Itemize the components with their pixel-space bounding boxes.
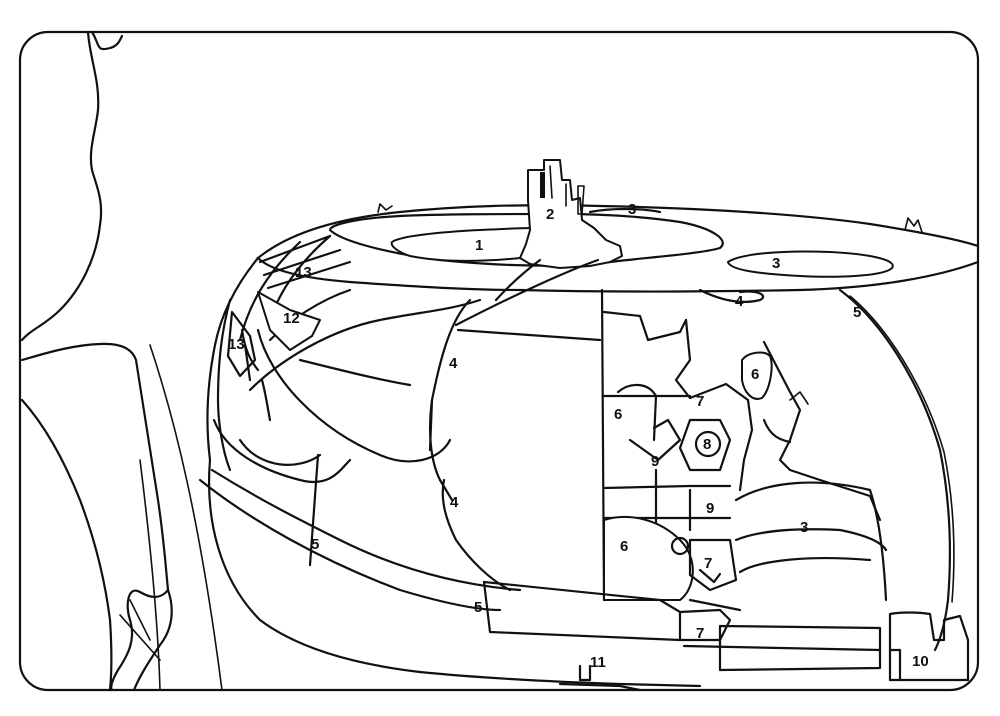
callout-10: 10 [912, 653, 929, 670]
callout-6c: 6 [620, 538, 628, 555]
foreground-figure-outline [20, 30, 223, 692]
callout-7b: 7 [704, 555, 712, 572]
callout-5c: 5 [474, 599, 482, 616]
diagram-frame [18, 30, 980, 692]
section-outlines [198, 234, 970, 692]
callout-8: 8 [703, 436, 711, 453]
callout-7c: 7 [696, 625, 704, 642]
callout-12: 12 [283, 310, 300, 327]
callout-13a: 13 [295, 264, 312, 281]
callout-4a: 4 [735, 293, 744, 310]
callout-1: 1 [475, 237, 483, 254]
callout-3c: 3 [800, 519, 808, 536]
callout-4c: 4 [450, 494, 459, 511]
callout-6a: 6 [751, 366, 759, 383]
callout-4b: 4 [449, 355, 458, 372]
callout-6b: 6 [614, 406, 622, 423]
callout-9b: 9 [706, 500, 714, 517]
central-spire [519, 159, 623, 269]
callout-11: 11 [590, 654, 606, 671]
callout-3b: 3 [772, 255, 780, 272]
callout-9a: 9 [651, 453, 659, 470]
callout-7a: 7 [696, 393, 704, 410]
callout-2: 2 [546, 206, 554, 223]
callout-5b: 5 [311, 536, 319, 553]
callout-13b: 13 [228, 336, 245, 353]
callout-5a: 5 [853, 304, 861, 321]
callout-labels: 1 2 3 3 3 4 4 4 5 5 5 6 6 6 7 7 7 8 9 9 … [228, 201, 929, 671]
callout-3a: 3 [628, 201, 636, 218]
